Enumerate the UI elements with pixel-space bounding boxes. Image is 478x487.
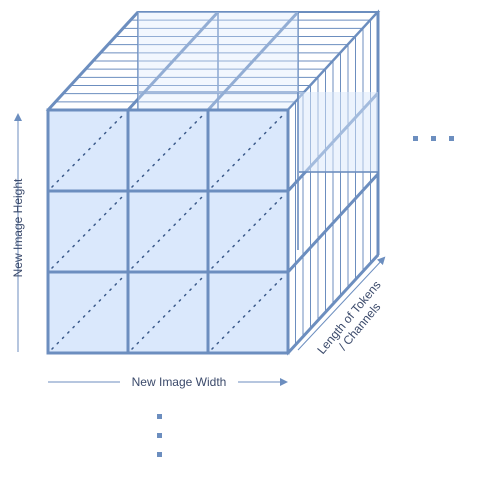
height-axis: New Image Height [11, 113, 25, 352]
front-cell [126, 270, 210, 355]
cube-front-face [46, 108, 290, 355]
height-axis-label: New Image Height [11, 178, 25, 277]
vertical-ellipsis-icon [157, 414, 162, 457]
cube-top-face [45, 10, 381, 112]
front-cell [126, 189, 210, 274]
front-cell [46, 270, 130, 355]
front-cell [46, 189, 130, 274]
front-cell [206, 270, 290, 355]
cube-right-face [286, 9, 380, 356]
horizontal-ellipsis-icon [413, 136, 454, 141]
front-cell [46, 108, 130, 193]
front-cell [206, 108, 290, 193]
front-cell [126, 108, 210, 193]
width-axis: New Image Width [48, 374, 288, 390]
front-cell [206, 189, 290, 274]
width-axis-label: New Image Width [132, 375, 227, 389]
